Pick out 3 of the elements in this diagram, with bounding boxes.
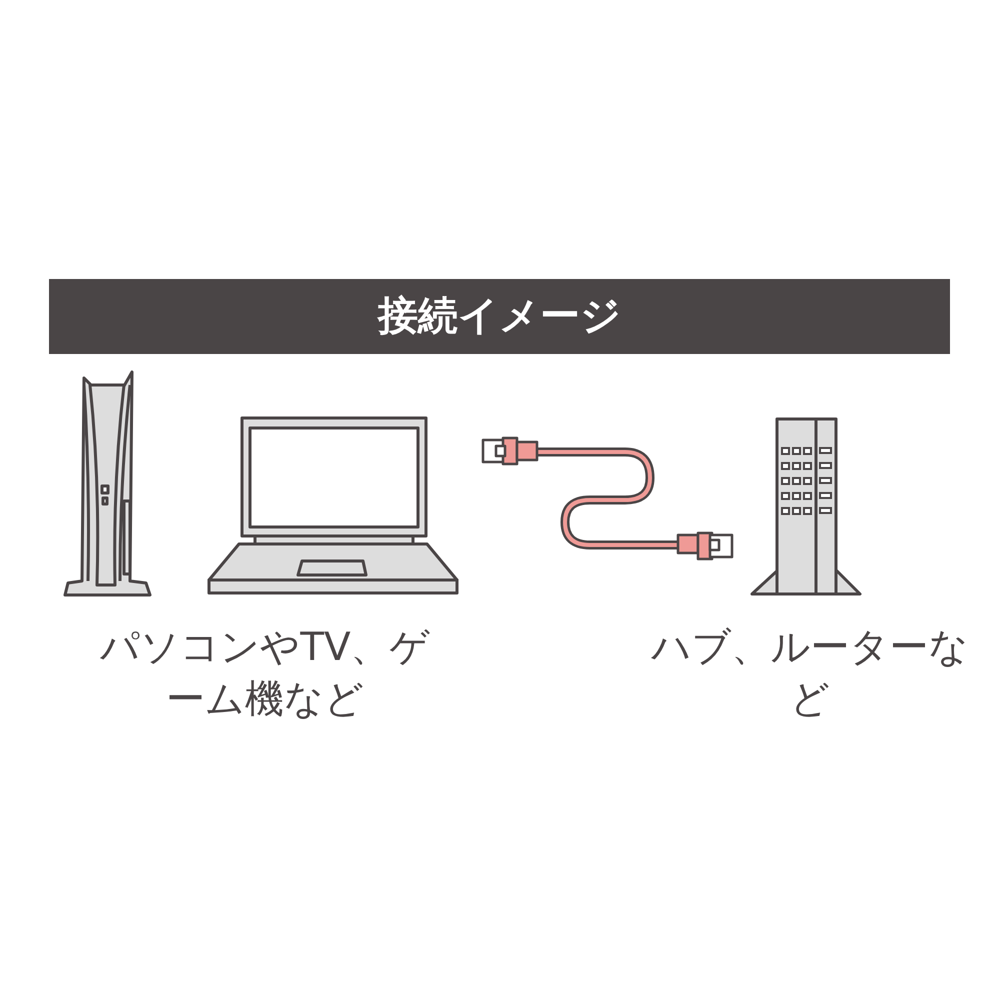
device-caption: パソコンやTV、ゲーム機など: [100, 624, 430, 724]
device-caption: ハブ、ルーターなど: [650, 624, 970, 724]
title: 接続イメージ: [376, 292, 622, 341]
